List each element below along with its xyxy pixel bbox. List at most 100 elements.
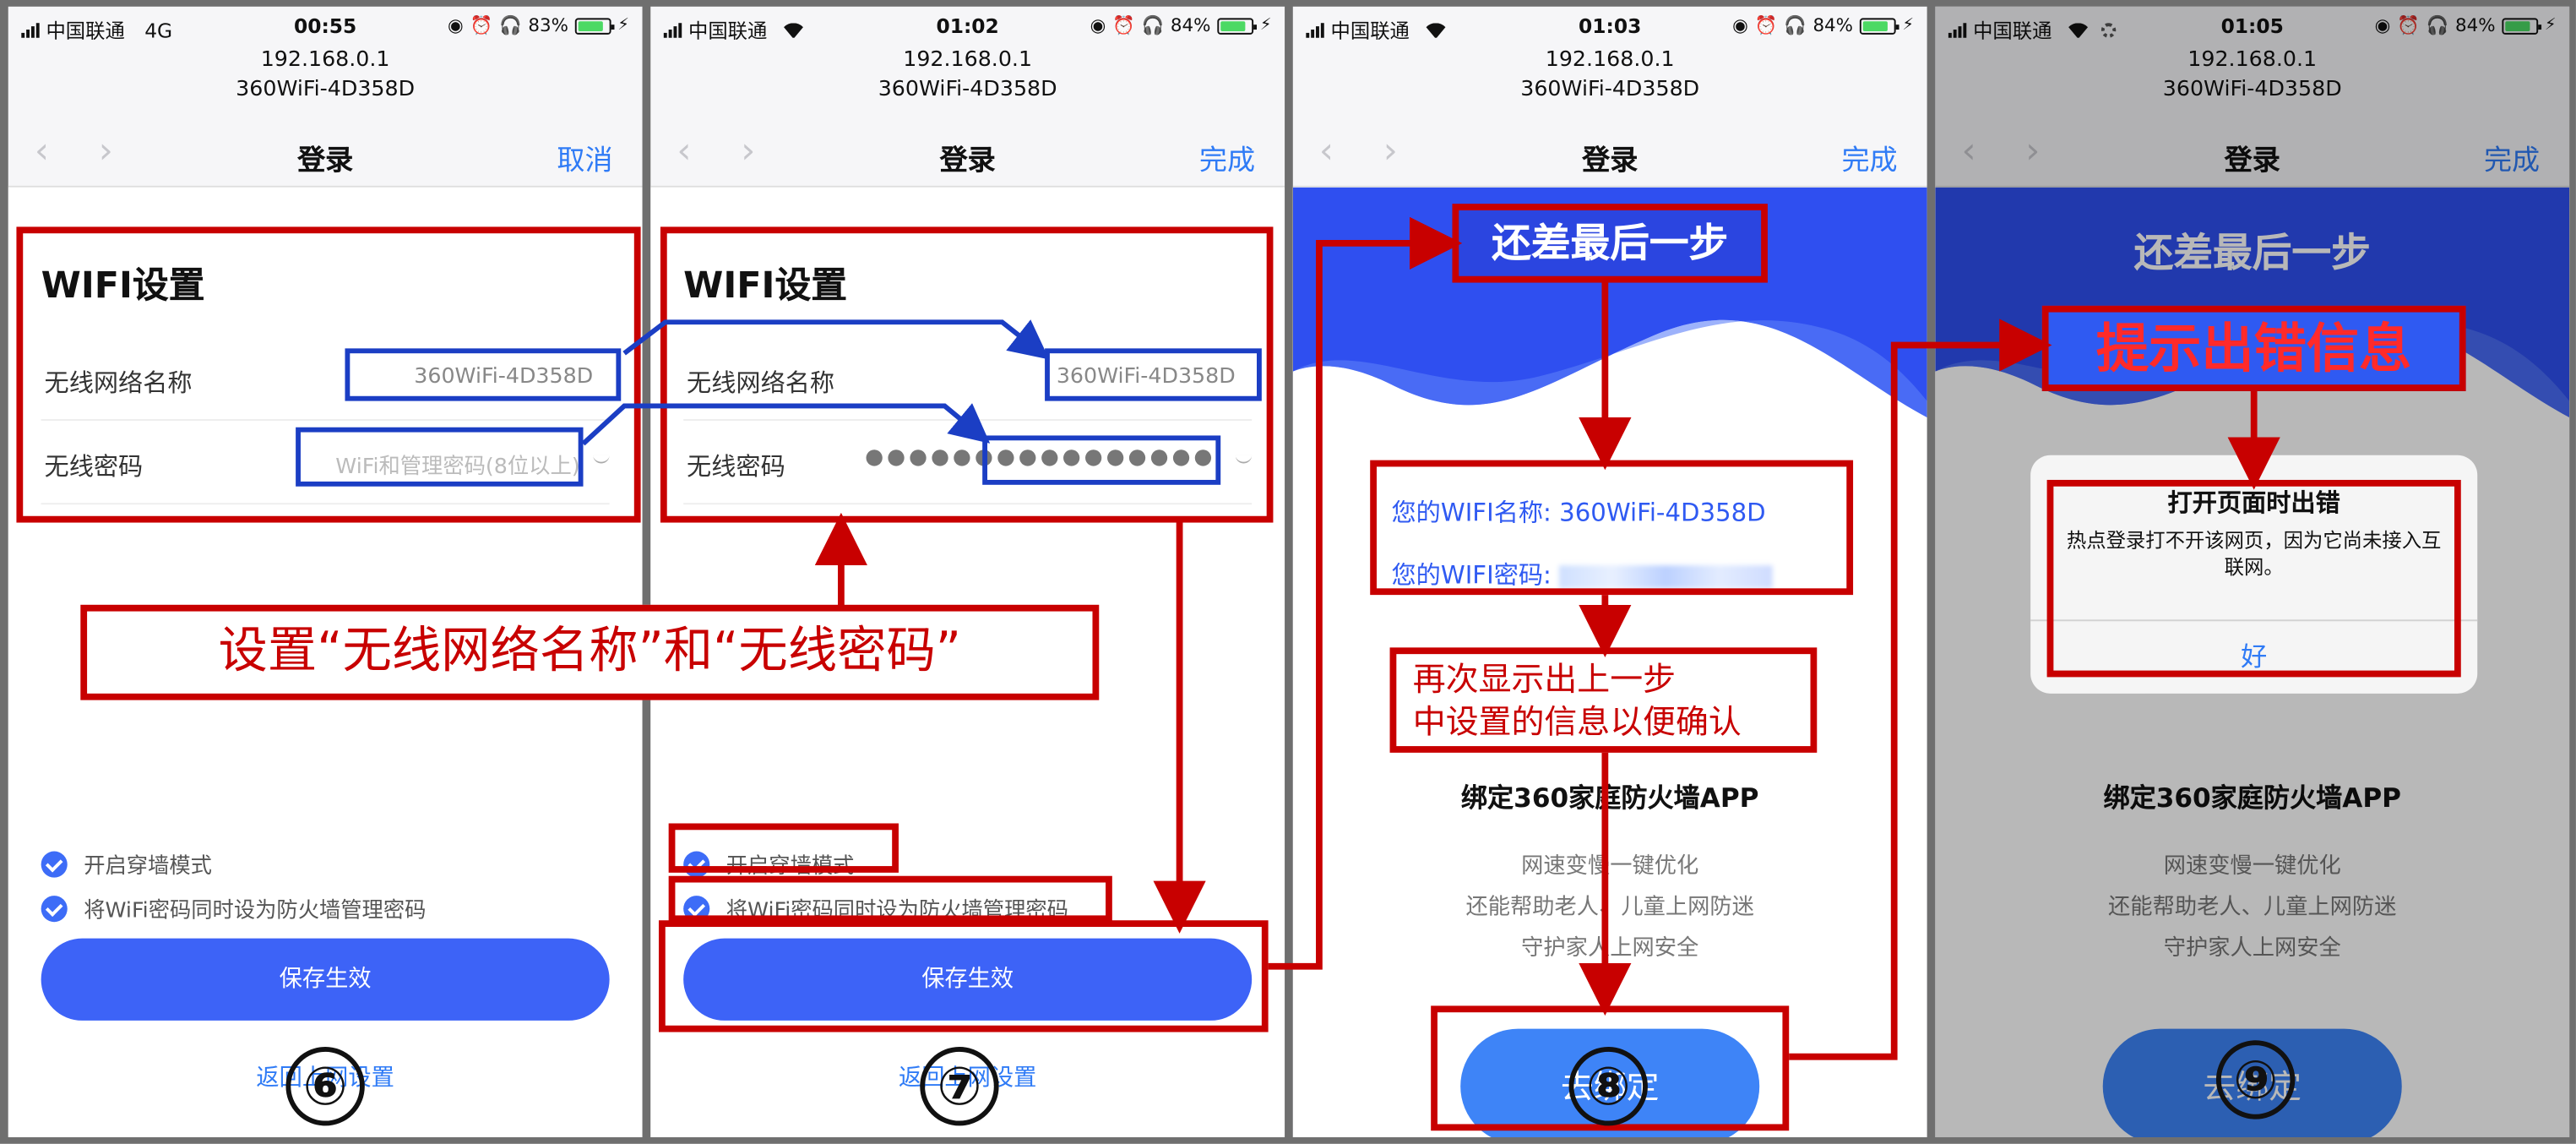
same-password-checkbox[interactable]: 将WiFi密码同时设为防火墙管理密码	[41, 892, 427, 923]
signal-icon	[1948, 23, 1967, 38]
password-label: 无线密码	[44, 451, 144, 482]
cancel-button[interactable]: 取消	[557, 144, 613, 178]
done-button[interactable]: 完成	[2483, 144, 2541, 178]
battery-percent: 84%	[2454, 14, 2496, 36]
signal-icon	[21, 23, 40, 38]
done-button[interactable]: 完成	[1198, 144, 1256, 178]
chevron-left-icon[interactable]: ‹	[34, 131, 49, 173]
nav-title: 登录	[2224, 144, 2280, 178]
status-time: 01:03	[1579, 14, 1642, 38]
ssid-input[interactable]: 360WiFi-4D358D	[1056, 364, 1236, 390]
wifi-settings-title: WIFI设置	[683, 266, 848, 308]
status-time: 01:02	[936, 14, 999, 38]
password-input[interactable]: WiFi和管理密码(8位以上)	[335, 455, 580, 480]
headphones-icon: 🎧	[498, 14, 522, 36]
annotation-box-wifi-settings-6	[16, 226, 641, 523]
chevron-left-icon[interactable]: ‹	[1961, 131, 1976, 173]
annotation-last-step-label: 还差最后一步	[1452, 204, 1768, 283]
headphones-icon: 🎧	[1784, 14, 1807, 36]
lock-rotation-icon: ◉	[2374, 14, 2391, 36]
headphones-icon: 🎧	[1141, 14, 1165, 36]
eye-closed-icon[interactable]	[593, 455, 610, 464]
wall-mode-checkbox[interactable]: 开启穿墙模式	[41, 848, 212, 880]
chevron-left-icon[interactable]: ‹	[677, 131, 692, 173]
hero-title: 还差最后一步	[2133, 230, 2371, 276]
save-button[interactable]: 保存生效	[683, 938, 1253, 1021]
status-time: 01:05	[2220, 14, 2284, 38]
desc-line: 还能帮助老人、儿童上网防迷	[2108, 894, 2397, 921]
eye-closed-icon[interactable]	[1235, 455, 1253, 464]
url-ssid: 360WiFi-4D358D	[1520, 77, 1700, 102]
phone-panel-6: 中国联通 4G 00:55 ◉ ⏰ 🎧 83% ⚡ 192.168.0.1 36…	[8, 6, 643, 1138]
chevron-left-icon[interactable]: ‹	[1318, 131, 1334, 173]
chevron-right-icon[interactable]: ›	[2025, 131, 2041, 173]
password-row[interactable]: 无线密码 ●●●●●●●●●●●●●●●●	[683, 422, 1253, 505]
wall-mode-label: 开启穿墙模式	[84, 854, 212, 880]
lock-rotation-icon: ◉	[1090, 14, 1106, 36]
password-input[interactable]: ●●●●●●●●●●●●●●●●	[865, 445, 1216, 471]
nav-bar: ‹ › 登录 完成	[1292, 122, 1927, 188]
wifi-name-info: 您的WIFI名称: 360WiFi-4D358D	[1391, 498, 1766, 528]
desc-line: 网速变慢一键优化	[1521, 853, 1699, 880]
step-number-7: ⑦	[920, 1047, 999, 1126]
url-host: 192.168.0.1	[2187, 47, 2318, 73]
ssid-input[interactable]: 360WiFi-4D358D	[414, 364, 594, 390]
loading-spinner-icon	[2100, 23, 2117, 38]
signal-icon	[1306, 23, 1324, 38]
status-bar: 中国联通 4G 00:55 ◉ ⏰ 🎧 83% ⚡	[8, 7, 643, 46]
ssid-label: 无线网络名称	[44, 368, 193, 398]
url-host: 192.168.0.1	[903, 47, 1033, 73]
annotation-box-save-7	[658, 920, 1269, 1032]
url-bar[interactable]: 192.168.0.1 360WiFi-4D358D	[1935, 46, 2569, 105]
reconfirm-line-2: 中设置的信息以便确认	[1412, 701, 1742, 742]
charging-icon: ⚡	[617, 16, 629, 35]
chevron-right-icon[interactable]: ›	[741, 131, 756, 173]
done-button[interactable]: 完成	[1841, 144, 1898, 178]
same-password-label: 将WiFi密码同时设为防火墙管理密码	[84, 898, 427, 924]
signal-icon	[663, 23, 682, 38]
annotation-set-wifi-label: 设置“无线网络名称”和“无线密码”	[80, 604, 1100, 700]
ssid-row[interactable]: 无线网络名称 360WiFi-4D358D	[41, 339, 610, 421]
status-bar: 中国联通 01:02 ◉ ⏰ 🎧 84% ⚡	[650, 7, 1285, 46]
annotation-box-same-password-7	[668, 875, 1112, 923]
alert-title: 打开页面时出错	[2167, 488, 2340, 518]
alarm-icon: ⏰	[470, 14, 493, 36]
url-bar[interactable]: 192.168.0.1 360WiFi-4D358D	[8, 46, 643, 105]
battery-percent: 84%	[1812, 14, 1854, 36]
url-ssid: 360WiFi-4D358D	[2162, 77, 2342, 102]
alarm-icon: ⏰	[1754, 14, 1778, 36]
url-ssid: 360WiFi-4D358D	[878, 77, 1057, 102]
bind-app-title: 绑定360家庭防火墙APP	[1460, 782, 1759, 814]
lock-rotation-icon: ◉	[1732, 14, 1748, 36]
alert-ok-button[interactable]: 好	[2030, 619, 2478, 694]
annotation-box-alert-9	[2046, 479, 2461, 678]
charging-icon: ⚡	[1902, 16, 1915, 35]
chevron-right-icon[interactable]: ›	[98, 131, 113, 173]
network-label: 4G	[144, 19, 173, 42]
save-button[interactable]: 保存生效	[41, 938, 610, 1021]
checkmark-icon	[41, 895, 68, 922]
nav-bar: ‹ › 登录 完成	[650, 122, 1285, 188]
wifi-password-info: 您的WIFI密码:	[1391, 557, 1774, 591]
chevron-right-icon[interactable]: ›	[1383, 131, 1398, 173]
alarm-icon: ⏰	[2397, 14, 2420, 36]
password-row[interactable]: 无线密码 WiFi和管理密码(8位以上)	[41, 422, 610, 505]
url-bar[interactable]: 192.168.0.1 360WiFi-4D358D	[650, 46, 1285, 105]
annotation-box-wifi-info-8	[1370, 460, 1854, 596]
annotation-box-wall-mode-7	[668, 823, 899, 873]
alarm-icon: ⏰	[1112, 14, 1135, 36]
url-ssid: 360WiFi-4D358D	[236, 77, 416, 102]
annotation-reconfirm-label: 再次显示出上一步 中设置的信息以便确认	[1389, 647, 1818, 753]
step-number-9: ⑨	[2215, 1040, 2296, 1119]
battery-icon	[2502, 17, 2542, 34]
battery-icon	[574, 17, 615, 34]
reconfirm-line-1: 再次显示出上一步	[1412, 658, 1677, 699]
password-label: 无线密码	[687, 451, 785, 482]
status-bar: 中国联通 01:03 ◉ ⏰ 🎧 84% ⚡	[1293, 7, 1927, 46]
nav-title: 登录	[297, 144, 354, 178]
alert-message: 热点登录打不开该网页，因为它尚未接入互联网。	[2066, 529, 2442, 579]
headphones-icon: 🎧	[2426, 14, 2449, 36]
url-bar[interactable]: 192.168.0.1 360WiFi-4D358D	[1293, 46, 1927, 105]
battery-percent: 83%	[528, 14, 568, 36]
